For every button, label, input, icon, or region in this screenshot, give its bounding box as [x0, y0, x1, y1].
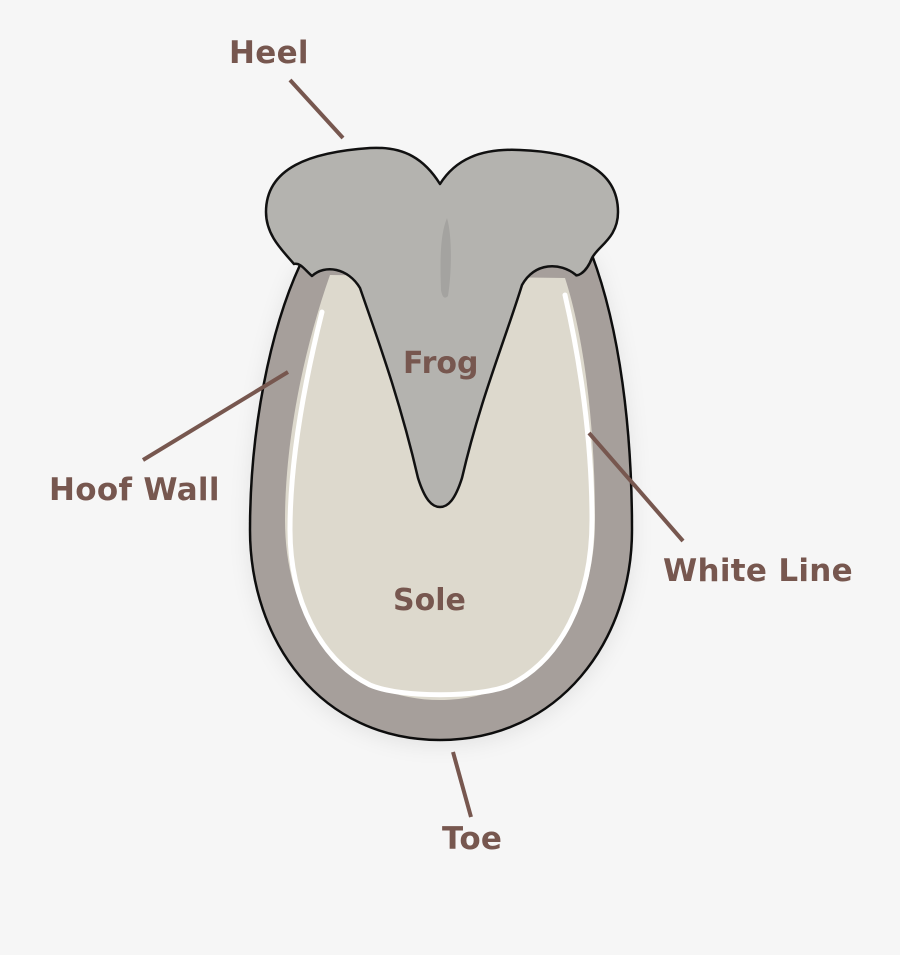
frog-shape	[264, 146, 620, 509]
sole-label: Sole	[393, 583, 466, 618]
hoof-wall-leader-line	[141, 370, 290, 462]
heel-leader-line	[288, 78, 345, 140]
white-line-shape	[287, 292, 595, 698]
white-line-label: White Line	[663, 553, 853, 589]
central-sulcus-mark	[440, 218, 451, 298]
toe-label: Toe	[442, 821, 503, 857]
white-line-leader-line	[587, 431, 685, 543]
frog-label: Frog	[403, 346, 479, 381]
heel-label: Heel	[229, 35, 309, 71]
toe-leader-line	[451, 751, 473, 818]
hoof-wall-label: Hoof Wall	[49, 472, 220, 508]
